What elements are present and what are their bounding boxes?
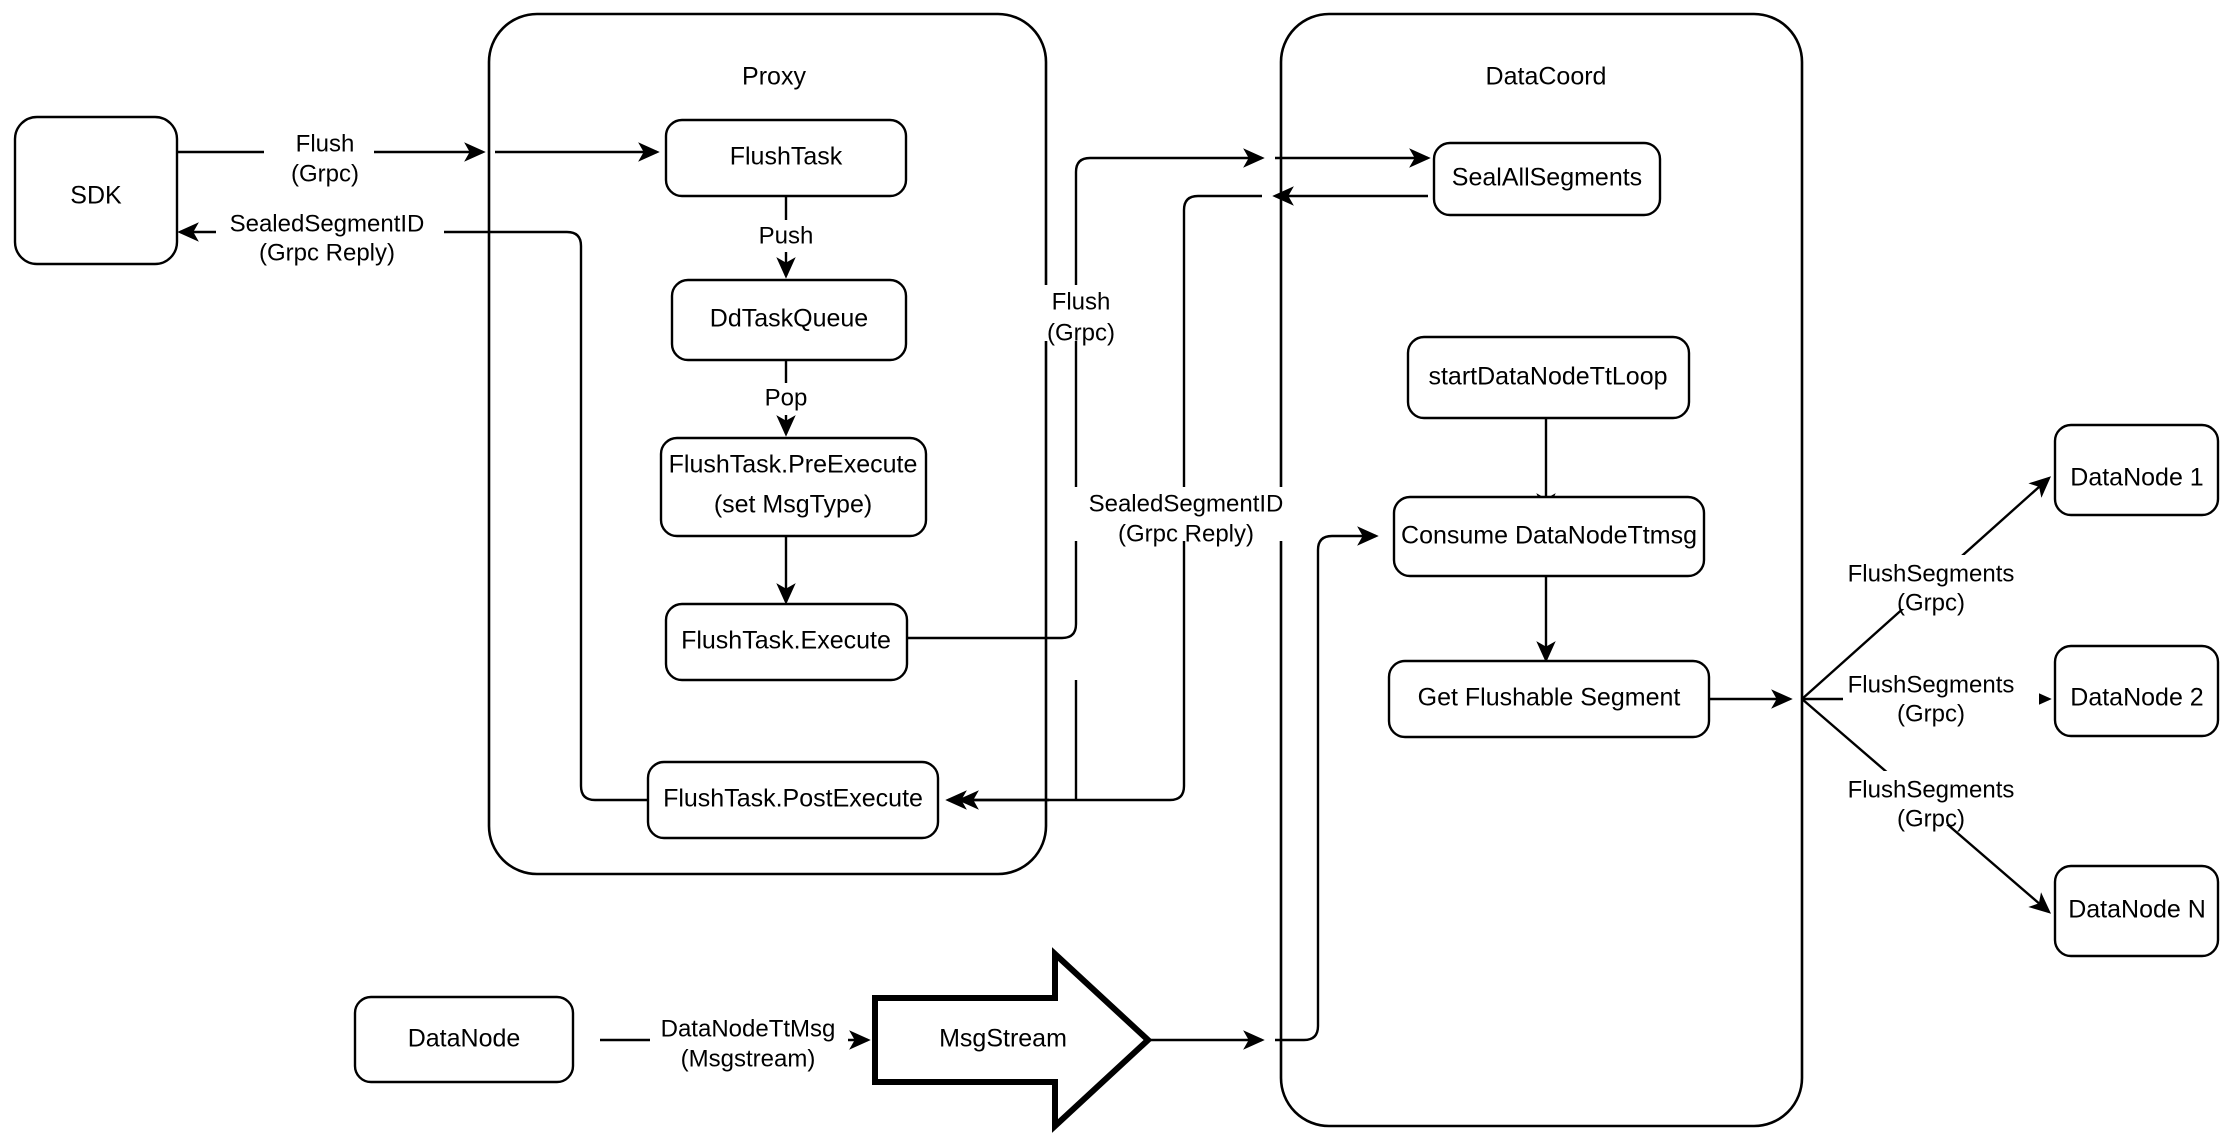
edge-label-flushsegments-n-bg	[1843, 771, 2039, 825]
edge-label-coord-reply-bg	[1073, 487, 1303, 541]
edge-label-datanode-ttmsg-bg	[650, 1014, 848, 1068]
node-consume-datanodettmsg[interactable]: Consume DataNodeTtmsg	[1392, 495, 1706, 578]
node-consume-datanodettmsg-label: Consume DataNodeTtmsg	[1401, 522, 1697, 550]
edge-label-coord-reply: SealedSegmentID (Grpc Reply)	[1073, 487, 1303, 547]
edge-label-flushsegments-n-line1: FlushSegments	[1848, 776, 2015, 803]
edge-label-sdk-flush: Flush (Grpc)	[264, 128, 374, 187]
edge-label-datanode-ttmsg-line1: DataNodeTtMsg	[661, 1015, 836, 1042]
edge-label-datanode-ttmsg: DataNodeTtMsg (Msgstream)	[650, 1014, 848, 1072]
node-sealallsegments-box	[1432, 141, 1662, 217]
node-get-flushable-segment-label: Get Flushable Segment	[1418, 684, 1681, 712]
edge-label-sdk-reply-bg	[216, 208, 444, 260]
edge-label-push-text: Push	[759, 222, 814, 249]
node-datanode-2[interactable]: DataNode 2	[2053, 644, 2220, 738]
node-sdk[interactable]: SDK	[13, 115, 179, 266]
edge-label-flushsegments-1-bg	[1843, 555, 2039, 609]
edge-label-sdk-reply-line2: (Grpc Reply)	[259, 239, 395, 266]
edge-label-pop-text: Pop	[765, 384, 808, 411]
edge-label-flushsegments-2: FlushSegments (Grpc)	[1843, 666, 2039, 727]
node-ddtaskqueue[interactable]: DdTaskQueue	[670, 278, 908, 362]
node-msgstream-arrow-shape	[872, 947, 1153, 1133]
node-consume-datanodettmsg-box	[1392, 495, 1706, 578]
edge-label-coord-flush-bg	[1030, 285, 1140, 341]
edge-execute-to-proxy-exit	[907, 250, 1078, 640]
edge-label-flushsegments-1-line2: (Grpc)	[1897, 589, 1965, 616]
edge-label-sdk-flush-line1: Flush	[296, 130, 355, 157]
edge-label-flushsegments-n: FlushSegments (Grpc)	[1843, 771, 2039, 832]
edge-label-coord-reply-line1: SealedSegmentID	[1089, 490, 1284, 517]
edge-label-push: Push	[746, 220, 826, 252]
node-datanode-n-box	[2053, 864, 2220, 958]
node-preexecute-label-line1: FlushTask.PreExecute	[669, 451, 918, 479]
edge-label-push-bg	[746, 220, 826, 252]
node-postexecute[interactable]: FlushTask.PostExecute	[646, 760, 940, 840]
node-datanode-1[interactable]: DataNode 1	[2053, 423, 2220, 517]
node-sdk-box	[13, 115, 179, 266]
node-postexecute-label: FlushTask.PostExecute	[663, 785, 923, 813]
node-datanode-1-label: DataNode 1	[2070, 464, 2203, 492]
edge-label-coord-flush-line1: Flush	[1052, 288, 1111, 315]
edge-label-pop-bg	[750, 383, 822, 415]
edge-label-sdk-reply-line1: SealedSegmentID	[230, 210, 425, 237]
edge-label-coord-reply-line2: (Grpc Reply)	[1118, 520, 1254, 547]
node-datanode-source[interactable]: DataNode	[353, 995, 575, 1084]
node-startdatanodettloop-box	[1406, 335, 1691, 420]
edge-label-flushsegments-1-line1: FlushSegments	[1848, 560, 2015, 587]
node-msgstream[interactable]: MsgStream	[872, 947, 1153, 1133]
node-execute[interactable]: FlushTask.Execute	[664, 602, 909, 682]
node-msgstream-label: MsgStream	[939, 1025, 1067, 1053]
node-ddtaskqueue-label: DdTaskQueue	[710, 305, 868, 333]
node-datanode-n-label: DataNode N	[2068, 896, 2206, 924]
edge-label-coord-flush: Flush (Grpc)	[1030, 285, 1140, 346]
node-preexecute[interactable]: FlushTask.PreExecute (set MsgType)	[659, 436, 928, 538]
edge-datacoord-boundary-to-consume	[1275, 526, 1379, 1042]
node-preexecute-box	[659, 436, 928, 538]
edge-label-coord-flush-line2: (Grpc)	[1047, 319, 1115, 346]
edge-label-flushsegments-2-line2: (Grpc)	[1897, 700, 1965, 727]
node-sealallsegments-label: SealAllSegments	[1452, 164, 1642, 192]
edge-label-flushsegments-2-bg	[1843, 666, 2039, 720]
node-execute-label: FlushTask.Execute	[681, 627, 891, 655]
node-datanode-n[interactable]: DataNode N	[2053, 864, 2220, 958]
edge-label-sdk-flush-bg	[264, 128, 374, 182]
node-startdatanodettloop-label: startDataNodeTtLoop	[1428, 363, 1667, 391]
node-flushtask[interactable]: FlushTask	[664, 118, 908, 198]
node-execute-box	[664, 602, 909, 682]
node-datanode-1-box	[2053, 423, 2220, 517]
node-ddtaskqueue-box	[670, 278, 908, 362]
node-preexecute-label-line2: (set MsgType)	[714, 491, 872, 519]
node-datanode-source-label: DataNode	[408, 1025, 521, 1053]
edge-label-flushsegments-1: FlushSegments (Grpc)	[1843, 555, 2039, 616]
node-flushtask-box	[664, 118, 908, 198]
node-get-flushable-segment[interactable]: Get Flushable Segment	[1387, 659, 1711, 739]
proxy-container-title: Proxy	[742, 63, 806, 91]
datacoord-container-title: DataCoord	[1486, 63, 1607, 91]
node-datanode-2-box	[2053, 644, 2220, 738]
node-flushtask-label: FlushTask	[730, 143, 843, 171]
edge-proxy-exit-to-datacoord-boundary	[1074, 148, 1265, 250]
node-sealallsegments[interactable]: SealAllSegments	[1432, 141, 1662, 217]
edge-label-sdk-reply: SealedSegmentID (Grpc Reply)	[216, 208, 444, 266]
node-datanode-2-label: DataNode 2	[2070, 684, 2203, 712]
edge-label-datanode-ttmsg-line2: (Msgstream)	[681, 1045, 816, 1072]
edge-label-pop: Pop	[750, 383, 822, 415]
node-datanode-source-box	[353, 995, 575, 1084]
node-sdk-label: SDK	[70, 182, 122, 210]
edge-label-sdk-flush-line2: (Grpc)	[291, 160, 359, 187]
edge-label-flushsegments-n-line2: (Grpc)	[1897, 805, 1965, 832]
node-get-flushable-segment-box	[1387, 659, 1711, 739]
node-postexecute-box	[646, 760, 940, 840]
edge-postexecute-to-sdk-reply	[483, 230, 648, 802]
edge-label-flushsegments-2-line1: FlushSegments	[1848, 671, 2015, 698]
node-startdatanodettloop[interactable]: startDataNodeTtLoop	[1406, 335, 1691, 420]
